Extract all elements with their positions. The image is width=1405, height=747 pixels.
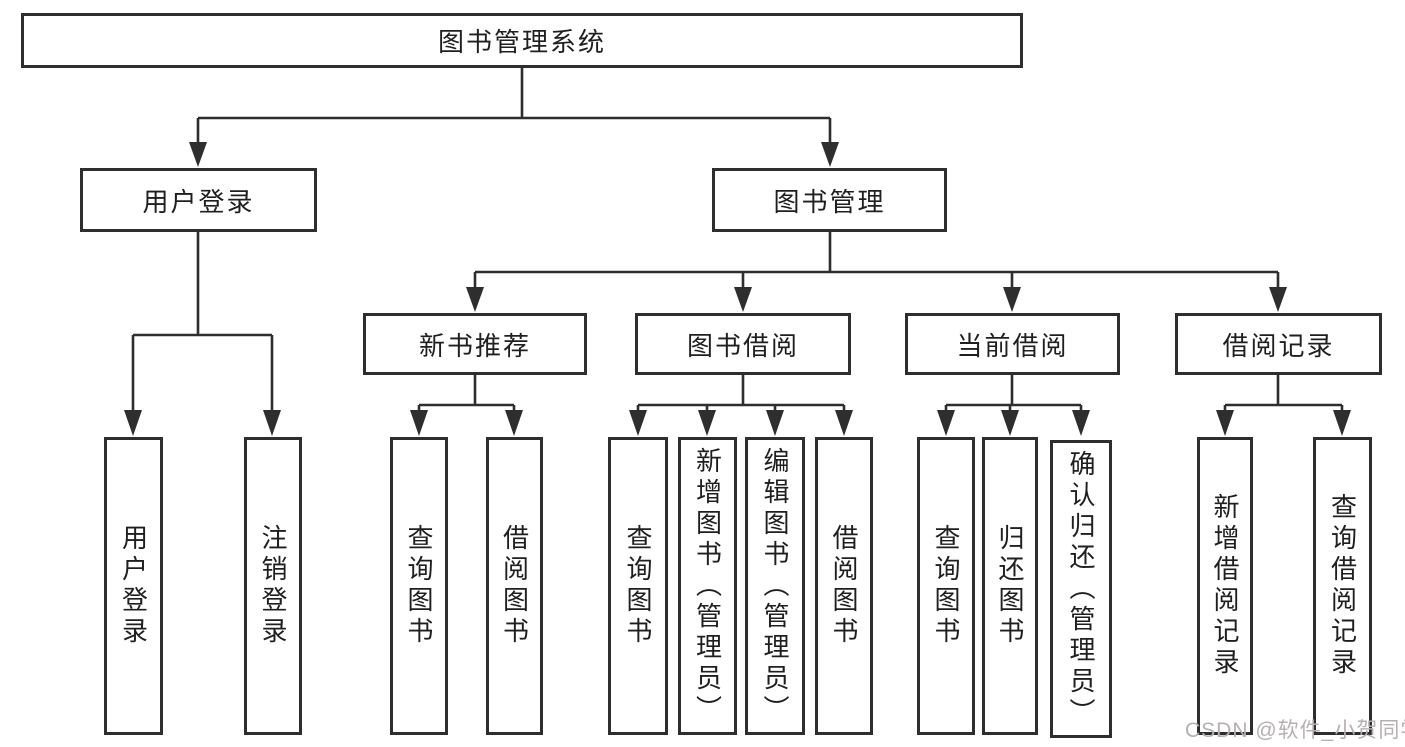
connector-record-to-leaves bbox=[1223, 375, 1344, 412]
node-root: 图书管理系统 bbox=[21, 13, 1023, 68]
leaf-user-login: 用户登录 bbox=[104, 437, 163, 735]
connector-current-to-leaves bbox=[944, 375, 1083, 412]
leaf-logout-label: 注销登录 bbox=[258, 524, 288, 648]
leaf-borrow-books-label: 借阅图书 bbox=[829, 524, 859, 648]
leaf-query-books-current-label: 查询图书 bbox=[931, 524, 961, 648]
arrow-down-icon bbox=[1216, 410, 1234, 436]
node-current-borrow-label: 当前借阅 bbox=[956, 330, 1069, 361]
arrow-down-icon bbox=[189, 142, 207, 167]
node-book-borrow-label: 图书借阅 bbox=[686, 330, 799, 361]
arrow-down-icon bbox=[1003, 287, 1021, 312]
node-current-borrow: 当前借阅 bbox=[905, 313, 1120, 375]
arrow-down-icon bbox=[1269, 287, 1287, 312]
leaf-query-books-borrow-label: 查询图书 bbox=[623, 524, 653, 648]
leaf-add-borrow-record: 新增借阅记录 bbox=[1197, 437, 1253, 735]
leaf-query-books-recommend: 查询图书 bbox=[390, 437, 448, 735]
arrow-down-icon bbox=[263, 410, 281, 436]
arrow-down-icon bbox=[124, 410, 142, 436]
csdn-watermark: CSDN @软件_小贺同学 bbox=[1185, 719, 1405, 742]
leaf-edit-books-admin-label: 编辑图书（管理员） bbox=[760, 446, 790, 726]
leaf-return-books: 归还图书 bbox=[982, 437, 1038, 735]
leaf-query-books-borrow: 查询图书 bbox=[608, 437, 668, 735]
arrow-down-icon bbox=[734, 287, 752, 312]
leaf-user-login-label: 用户登录 bbox=[118, 524, 149, 648]
leaf-edit-books-admin: 编辑图书（管理员） bbox=[745, 437, 805, 735]
arrow-down-icon bbox=[698, 410, 716, 436]
connector-root-to-level2 bbox=[196, 68, 832, 144]
leaf-add-books-admin-label: 新增图书（管理员） bbox=[692, 446, 723, 726]
leaf-borrow-books-recommend-label: 借阅图书 bbox=[499, 524, 530, 648]
connector-newbook-to-leaves bbox=[417, 375, 516, 412]
node-borrow-record-label: 借阅记录 bbox=[1222, 330, 1335, 361]
arrow-down-icon bbox=[1333, 410, 1351, 436]
arrow-down-icon bbox=[835, 410, 853, 436]
node-book-management: 图书管理 bbox=[712, 168, 947, 232]
leaf-logout: 注销登录 bbox=[244, 437, 302, 735]
leaf-return-books-label: 归还图书 bbox=[995, 524, 1025, 648]
arrow-down-icon bbox=[766, 410, 784, 436]
arrowheads bbox=[124, 142, 1351, 436]
arrow-down-icon bbox=[410, 410, 428, 436]
arrow-down-icon bbox=[937, 410, 955, 436]
leaf-borrow-books-recommend: 借阅图书 bbox=[486, 437, 543, 735]
leaf-query-books-current: 查询图书 bbox=[917, 437, 975, 735]
leaf-borrow-books: 借阅图书 bbox=[815, 437, 873, 735]
leaf-query-books-recommend-label: 查询图书 bbox=[404, 524, 434, 648]
leaf-confirm-return-admin: 确认归还（管理员） bbox=[1050, 440, 1112, 738]
node-book-borrow: 图书借阅 bbox=[635, 313, 851, 375]
node-borrow-record: 借阅记录 bbox=[1175, 313, 1382, 375]
leaf-query-borrow-record: 查询借阅记录 bbox=[1313, 437, 1372, 735]
connector-mgmt-to-level3 bbox=[473, 232, 1280, 289]
arrow-down-icon bbox=[505, 410, 523, 436]
arrow-down-icon bbox=[1072, 410, 1090, 436]
node-root-label: 图书管理系统 bbox=[437, 27, 606, 57]
connector-borrow-to-leaves bbox=[636, 375, 846, 412]
leaf-add-borrow-record-label: 新增借阅记录 bbox=[1210, 493, 1240, 679]
connector-login-to-leaves bbox=[131, 232, 274, 412]
node-book-management-label: 图书管理 bbox=[773, 186, 886, 217]
node-user-login-label: 用户登录 bbox=[142, 186, 255, 217]
leaf-add-books-admin: 新增图书（管理员） bbox=[678, 437, 737, 735]
arrow-down-icon bbox=[629, 410, 647, 436]
leaf-confirm-return-admin-label: 确认归还（管理员） bbox=[1066, 449, 1096, 729]
node-new-book-recommend-label: 新书推荐 bbox=[418, 330, 531, 361]
arrow-down-icon bbox=[466, 287, 484, 312]
leaf-query-borrow-record-label: 查询借阅记录 bbox=[1327, 493, 1358, 679]
arrow-down-icon bbox=[1001, 410, 1019, 436]
node-user-login: 用户登录 bbox=[80, 168, 317, 232]
arrow-down-icon bbox=[821, 142, 839, 167]
node-new-book-recommend: 新书推荐 bbox=[363, 313, 587, 375]
